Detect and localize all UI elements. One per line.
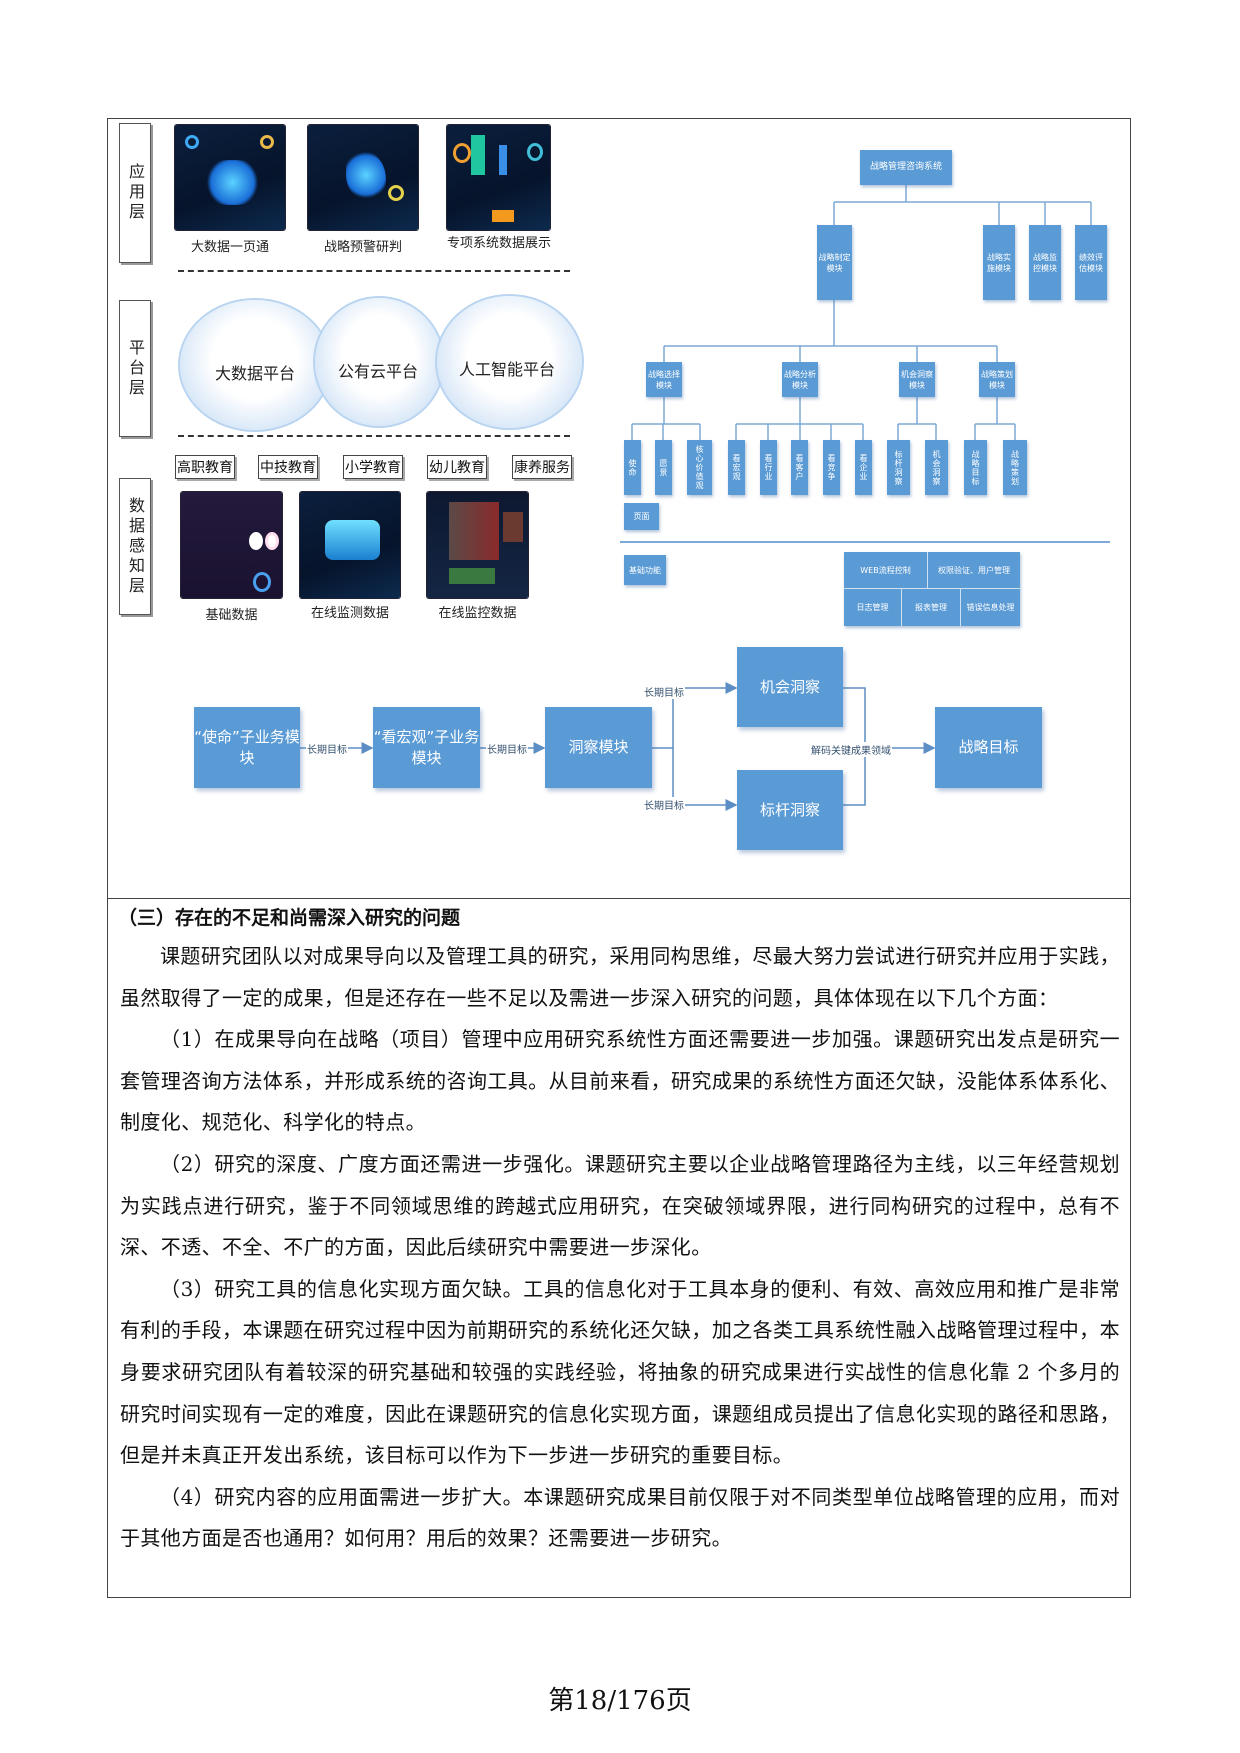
base-function: 错误信息处理	[961, 589, 1020, 626]
org-level2-monitor: 战略监控模块	[1029, 225, 1061, 300]
dashboard-screenshot-special	[447, 125, 550, 230]
org-leaf: 核心价值观	[687, 440, 712, 495]
sector-tag: 高职教育	[175, 455, 235, 479]
org-level3-select: 战略选择模块	[646, 362, 682, 397]
org-leaf: 看企业	[855, 440, 872, 495]
dashboard-screenshot-warning	[308, 125, 418, 230]
cloud-icon	[437, 296, 582, 428]
org-page-box: 页面	[624, 503, 659, 530]
flow-node-benchmark: 标杆洞察	[737, 770, 843, 850]
dashboard-screenshot-basic	[181, 492, 282, 598]
org-level2-formulate: 战略制定模块	[817, 225, 852, 300]
sector-tag: 中技教育	[258, 455, 318, 479]
flow-node-mission: “使命”子业务模块	[194, 707, 300, 788]
edge-label: 长期目标	[643, 684, 685, 699]
table-frame	[107, 118, 1131, 1598]
caption-warning: 战略预警研判	[323, 240, 402, 255]
org-root: 战略管理咨询系统	[860, 150, 952, 185]
edge-label: 长期目标	[486, 741, 528, 756]
org-leaf: 使命	[624, 440, 641, 495]
org-level3-insight: 机会洞察模块	[899, 362, 935, 397]
org-leaf: 看宏观	[728, 440, 745, 495]
base-functions-grid: WEB流程控制 权限验证、用户管理 日志管理 报表管理 错误信息处理	[844, 552, 1020, 626]
org-leaf: 愿景	[655, 440, 672, 495]
paragraph: （3）研究工具的信息化实现方面欠缺。工具的信息化对于工具本身的便利、有效、高效应…	[120, 1276, 1120, 1468]
base-function: 日志管理	[844, 589, 902, 626]
dashboard-screenshot-surveillance	[427, 492, 528, 598]
decode-label: 解码关键成果领域	[810, 742, 892, 757]
base-function: 权限验证、用户管理	[928, 552, 1020, 589]
paragraph: （2）研究的深度、广度方面还需进一步强化。课题研究主要以企业战略管理路径为主线，…	[120, 1151, 1120, 1260]
edge-label: 长期目标	[643, 797, 685, 812]
caption-special: 专项系统数据展示	[447, 236, 552, 251]
flow-node-insight: 洞察模块	[545, 707, 652, 788]
caption-basic-data: 基础数据	[205, 608, 258, 623]
paragraph: 课题研究团队以对成果导向以及管理工具的研究，采用同构思维，尽最大努力尝试进行研究…	[120, 944, 1120, 1010]
layer-label-platform: 平台层	[119, 300, 151, 437]
sector-tag: 康养服务	[512, 455, 572, 479]
org-leaf: 标杆洞察	[887, 440, 910, 495]
table-divider	[107, 898, 1131, 899]
org-base-box: 基础功能	[624, 555, 666, 585]
page-number: 第18/176页	[548, 1686, 692, 1716]
org-level3-analyze: 战略分析模块	[782, 362, 818, 397]
cloud-icon	[315, 298, 443, 426]
org-level2-implement: 战略实施模块	[983, 225, 1015, 300]
platform-public-cloud: 公有云平台	[337, 362, 419, 381]
sector-tag: 幼儿教育	[427, 455, 487, 479]
org-leaf: 战略策划	[1003, 440, 1027, 495]
base-function: WEB流程控制	[844, 552, 928, 589]
flow-node-opportunity: 机会洞察	[737, 647, 843, 727]
layer-separator	[178, 270, 570, 272]
flow-node-goal: 战略目标	[935, 707, 1042, 788]
sector-tag: 小学教育	[343, 455, 403, 479]
flow-node-macro: “看宏观”子业务模块	[373, 707, 480, 788]
platform-bigdata: 大数据平台	[214, 364, 296, 383]
dashboard-screenshot-monitoring	[300, 492, 400, 598]
dashboard-screenshot-bigdata	[175, 125, 285, 230]
org-leaf: 看行业	[760, 440, 777, 495]
org-level2-evaluate: 绩效评估模块	[1075, 225, 1107, 300]
org-leaf: 战略目标	[964, 440, 987, 495]
layer-separator	[178, 435, 570, 437]
paragraph: （1）在成果导向在战略（项目）管理中应用研究系统性方面还需要进一步加强。课题研究…	[120, 1027, 1120, 1135]
caption-surveillance-data: 在线监控数据	[438, 606, 517, 621]
org-leaf: 看客户	[791, 440, 808, 495]
platform-ai: 人工智能平台	[458, 360, 556, 379]
layer-label-app: 应用层	[119, 123, 151, 263]
org-leaf: 机会洞察	[925, 440, 948, 495]
org-level3-plan: 战略策划模块	[979, 362, 1015, 397]
caption-bigdata: 大数据一页通	[190, 240, 269, 255]
paragraph: （4）研究内容的应用面需进一步扩大。本课题研究成果目前仅限于对不同类型单位战略管…	[120, 1484, 1120, 1551]
section-text: （三）存在的不足和尚需深入研究的问题 课题研究团队以对成果导向以及管理工具的研究…	[118, 900, 1120, 1560]
connector-lines	[620, 185, 1110, 543]
caption-monitoring-data: 在线监测数据	[310, 606, 389, 621]
base-function: 报表管理	[902, 589, 961, 626]
org-leaf: 看竞争	[823, 440, 840, 495]
section-heading: （三）存在的不足和尚需深入研究的问题	[118, 907, 461, 929]
cloud-icon	[180, 300, 330, 430]
edge-label: 长期目标	[306, 741, 348, 756]
layer-label-data: 数据感知层	[119, 478, 151, 615]
